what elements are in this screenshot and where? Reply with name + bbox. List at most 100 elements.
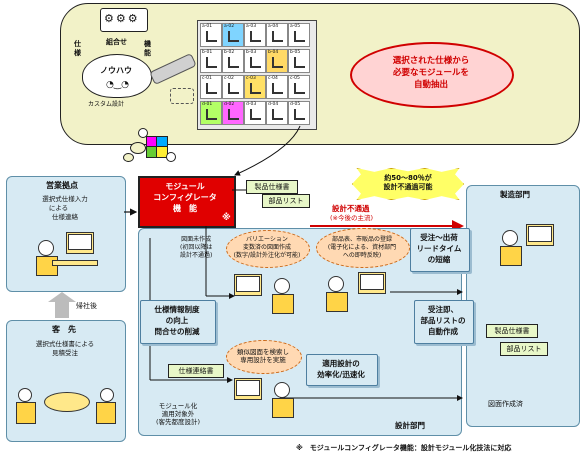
designer-3-icon bbox=[232, 376, 298, 422]
module-code: d-02 bbox=[224, 102, 235, 107]
thought-dot-2 bbox=[123, 153, 134, 162]
bubble-similar bbox=[226, 340, 302, 374]
fail-label: 設計不通過 bbox=[332, 204, 370, 213]
thought-dot-1 bbox=[130, 142, 146, 154]
module-shape-icon bbox=[206, 109, 217, 120]
module-shape-icon bbox=[294, 31, 305, 42]
designer-1-icon bbox=[232, 272, 298, 320]
module-cell: d-04 bbox=[266, 101, 288, 125]
module-cell: c-04 bbox=[266, 75, 288, 99]
non-module-label: モジュール化 適用対象外 (客先都度設計) bbox=[155, 402, 201, 426]
configurator-title: モジュール コンフィグレータ 機 能 bbox=[153, 182, 217, 213]
module-cell: a-05 bbox=[288, 23, 310, 47]
bubble-similar-text: 類似図面を検索し 専用設計を実施 bbox=[237, 348, 289, 364]
module-shape-icon bbox=[206, 83, 217, 94]
module-cell: d-02 bbox=[222, 101, 244, 125]
module-shape-icon bbox=[294, 109, 305, 120]
module-shape-icon bbox=[250, 109, 261, 120]
up-arrow-icon bbox=[48, 292, 76, 302]
module-code: b-05 bbox=[290, 50, 301, 55]
label-shiyou: 仕 様 bbox=[74, 40, 81, 57]
module-code: c-05 bbox=[290, 76, 300, 81]
bubble-purchase-text: 部品表、市販品の登録 (電子化による、資材部門 への即時反映) bbox=[327, 236, 397, 259]
module-code: d-01 bbox=[202, 102, 213, 107]
configurator-box bbox=[138, 176, 236, 228]
customer-text: 選択式仕様書による 見積受注 bbox=[35, 340, 95, 357]
module-code: a-01 bbox=[202, 24, 213, 29]
doc-parts-mfg: 部品リスト bbox=[500, 342, 548, 356]
module-code: c-03 bbox=[246, 76, 256, 81]
module-shape-icon bbox=[272, 83, 283, 94]
module-code: c-01 bbox=[202, 76, 212, 81]
fail-sub: (※今後の主流) bbox=[330, 214, 374, 222]
manufacturing-title: 製造部門 bbox=[500, 190, 530, 199]
sales-person-icon bbox=[32, 230, 102, 282]
doc-spec-link: 仕様連絡書 bbox=[168, 364, 224, 378]
configurator-mark: ※ bbox=[222, 213, 231, 223]
gears-icon: ⚙⚙⚙ bbox=[104, 12, 140, 25]
design-title: 設計部門 bbox=[395, 421, 425, 430]
module-code: b-01 bbox=[202, 50, 213, 55]
module-code: b-02 bbox=[224, 50, 235, 55]
module-cell: a-03 bbox=[244, 23, 266, 47]
effect-info bbox=[140, 300, 216, 344]
effect-efficiency-text: 適用設計の 効率化/迅速化 bbox=[317, 359, 365, 379]
footnote: ※ モジュールコンフィグレータ機能：設計モジュール化技法に対応 bbox=[296, 444, 512, 452]
module-code: c-02 bbox=[224, 76, 234, 81]
bubble-variation bbox=[226, 230, 310, 268]
module-shape-icon bbox=[206, 31, 217, 42]
module-shape-icon bbox=[228, 83, 239, 94]
bubble-variation-text: バリエーション 変数済の図面作成 (数字/設計外注化が可能) bbox=[233, 236, 301, 259]
module-shape-icon bbox=[206, 57, 217, 68]
effect-leadtime bbox=[410, 228, 470, 272]
module-cell: c-01 bbox=[200, 75, 222, 99]
star-text: 約50～80％が 設計不通過可能 bbox=[383, 174, 433, 191]
module-shape-icon bbox=[272, 109, 283, 120]
spring-icon bbox=[170, 88, 194, 104]
doc-parts: 部品リスト bbox=[262, 194, 310, 208]
sales-title: 営業拠点 bbox=[46, 181, 78, 190]
label-kinou: 機 能 bbox=[144, 40, 151, 57]
module-shape-icon bbox=[250, 83, 261, 94]
sales-text: 選択式仕様入力 による 仕様連絡 bbox=[42, 195, 88, 221]
module-code: d-04 bbox=[268, 102, 279, 107]
designer-2-icon bbox=[322, 270, 388, 318]
module-shape-icon bbox=[228, 31, 239, 42]
module-code: d-05 bbox=[290, 102, 301, 107]
module-cell: d-05 bbox=[288, 101, 310, 125]
module-cell: c-03 bbox=[244, 75, 266, 99]
callout-auto-extract-text: 選択された仕様から 必要なモジュールを 自動抽出 bbox=[392, 56, 470, 90]
module-shape-icon bbox=[250, 31, 261, 42]
drawing-note: 図面未作成 (初回以降は 設計不通過) bbox=[180, 236, 213, 259]
customer-meeting-icon bbox=[14, 376, 118, 432]
module-cube-icon bbox=[138, 128, 176, 162]
label-kumiawase: 組合せ bbox=[106, 38, 127, 46]
customer-title: 客 先 bbox=[52, 325, 76, 334]
mfg-person-icon bbox=[498, 222, 564, 272]
callout-auto-extract bbox=[350, 42, 514, 108]
module-cell: a-01 bbox=[200, 23, 222, 47]
module-code: a-03 bbox=[246, 24, 257, 29]
module-code: b-03 bbox=[246, 50, 257, 55]
module-shape-icon bbox=[250, 57, 261, 68]
module-cell: b-03 bbox=[244, 49, 266, 73]
drawing-done-label: 図面作成済 bbox=[488, 400, 523, 408]
module-cell: d-03 bbox=[244, 101, 266, 125]
bubble-purchase bbox=[316, 228, 410, 268]
module-cell: c-02 bbox=[222, 75, 244, 99]
effect-leadtime-text: 受注～出荷 リードタイム の短縮 bbox=[416, 233, 462, 264]
module-cell: b-04 bbox=[266, 49, 288, 73]
module-code: d-03 bbox=[246, 102, 257, 107]
effect-efficiency bbox=[306, 354, 378, 386]
label-knowhow: ノウハウ bbox=[100, 66, 132, 75]
robot-head-icon bbox=[100, 8, 148, 32]
module-shape-icon bbox=[294, 57, 305, 68]
module-cell: b-01 bbox=[200, 49, 222, 73]
module-code: a-04 bbox=[268, 24, 279, 29]
module-cell: d-01 bbox=[200, 101, 222, 125]
effect-auto bbox=[414, 300, 474, 344]
module-shape-icon bbox=[272, 57, 283, 68]
module-cell: b-02 bbox=[222, 49, 244, 73]
module-cell: b-05 bbox=[288, 49, 310, 73]
